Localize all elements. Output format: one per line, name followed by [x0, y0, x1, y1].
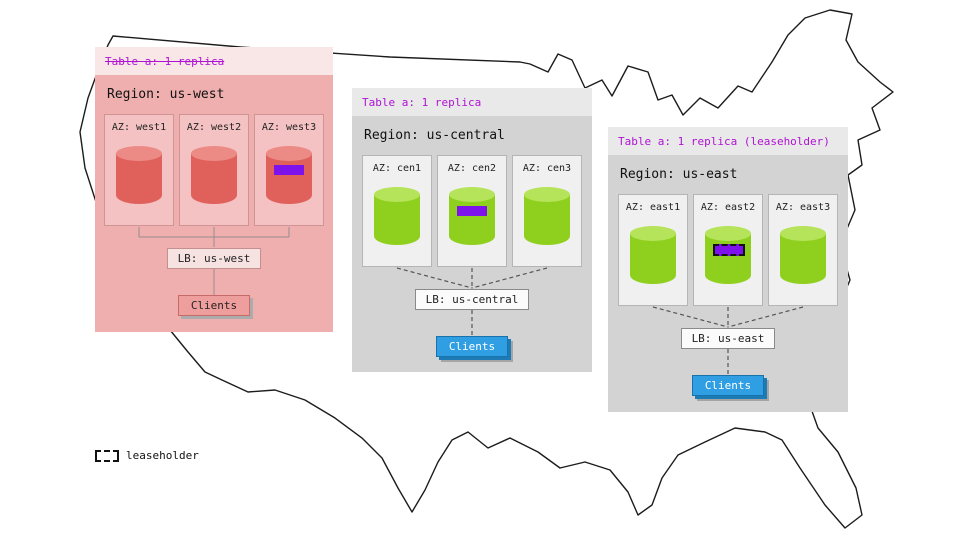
- database-cylinder-icon: [630, 226, 676, 284]
- clients-box: Clients: [177, 295, 251, 316]
- az-to-lb-connector-lines: [396, 267, 548, 289]
- legend: leaseholder: [95, 449, 199, 462]
- region-panel-us-west: Table a: 1 replica Region: us-west AZ: w…: [95, 47, 333, 332]
- az-box-west2: AZ: west2: [179, 114, 249, 226]
- az-label: AZ: cen2: [447, 163, 497, 174]
- database-cylinder-icon: [524, 187, 570, 245]
- az-row: AZ: west1 AZ: west2 AZ: west3: [104, 114, 324, 226]
- clients-box: Clients: [691, 375, 765, 396]
- az-label: AZ: west2: [186, 122, 242, 133]
- load-balancer-box: LB: us-east: [680, 328, 776, 349]
- az-row: AZ: cen1 AZ: cen2 AZ: cen3: [362, 155, 582, 267]
- table-header-us-west: Table a: 1 replica: [95, 47, 333, 75]
- region-title: Region: us-west: [107, 87, 225, 102]
- clients-box: Clients: [435, 336, 509, 357]
- database-cylinder-icon: [191, 146, 237, 204]
- legend-label: leaseholder: [126, 449, 199, 462]
- database-cylinder-icon: [374, 187, 420, 245]
- az-label: AZ: east1: [625, 202, 681, 213]
- database-cylinder-icon: [705, 226, 751, 284]
- load-balancer-box: LB: us-west: [166, 248, 262, 269]
- az-to-lb-connector-lines: [652, 306, 804, 328]
- az-label: AZ: west1: [111, 122, 167, 133]
- az-row: AZ: east1 AZ: east2 AZ: east3: [618, 194, 838, 306]
- az-label: AZ: west3: [261, 122, 317, 133]
- az-box-east2: AZ: east2: [693, 194, 763, 306]
- database-cylinder-icon: [449, 187, 495, 245]
- leaseholder-chip: [713, 244, 745, 256]
- table-header-us-central: Table a: 1 replica: [352, 88, 592, 116]
- lb-to-clients-connector-line: [213, 269, 215, 295]
- database-cylinder-icon: [116, 146, 162, 204]
- load-balancer-box: LB: us-central: [414, 289, 530, 310]
- az-label: AZ: cen1: [372, 163, 422, 174]
- az-box-east3: AZ: east3: [768, 194, 838, 306]
- az-box-cen1: AZ: cen1: [362, 155, 432, 267]
- table-label: Table a: 1 replica: [362, 95, 482, 109]
- az-box-east1: AZ: east1: [618, 194, 688, 306]
- region-body-us-west: Region: us-west AZ: west1 AZ: west2 AZ: …: [95, 75, 333, 332]
- region-panel-us-east: Table a: 1 replica (leaseholder) Region:…: [608, 127, 848, 412]
- database-cylinder-icon: [266, 146, 312, 204]
- table-label: Table a: 1 replica (leaseholder): [618, 134, 830, 148]
- az-box-west1: AZ: west1: [104, 114, 174, 226]
- az-label: AZ: east2: [700, 202, 756, 213]
- database-cylinder-icon: [780, 226, 826, 284]
- region-title: Region: us-central: [364, 128, 505, 143]
- az-label: AZ: cen3: [522, 163, 572, 174]
- region-body-us-central: Region: us-central AZ: cen1 AZ: cen2 AZ:…: [352, 116, 592, 372]
- leaseholder-swatch-icon: [95, 449, 119, 462]
- region-body-us-east: Region: us-east AZ: east1 AZ: east2 AZ: …: [608, 155, 848, 412]
- lb-to-clients-connector-line: [727, 349, 729, 375]
- replica-chip: [457, 206, 487, 216]
- az-label: AZ: east3: [775, 202, 831, 213]
- lb-to-clients-connector-line: [471, 310, 473, 336]
- table-label: Table a: 1 replica: [105, 54, 225, 68]
- replica-chip: [274, 165, 304, 175]
- region-title: Region: us-east: [620, 167, 738, 182]
- az-to-lb-connector-lines: [138, 227, 290, 247]
- az-box-cen3: AZ: cen3: [512, 155, 582, 267]
- table-header-us-east: Table a: 1 replica (leaseholder): [608, 127, 848, 155]
- az-box-cen2: AZ: cen2: [437, 155, 507, 267]
- region-panel-us-central: Table a: 1 replica Region: us-central AZ…: [352, 88, 592, 372]
- az-box-west3: AZ: west3: [254, 114, 324, 226]
